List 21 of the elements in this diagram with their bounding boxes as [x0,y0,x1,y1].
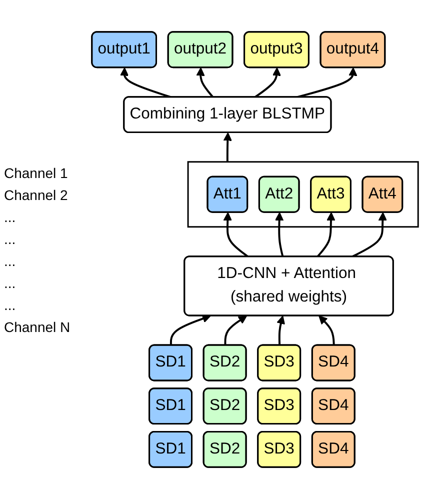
channel-label: ... [4,208,17,224]
arrow [120,67,172,98]
channel-label: Channel 1 [4,164,69,180]
arrow [224,316,248,346]
arrow [318,316,335,346]
channel-label: ... [4,296,17,312]
arrow [223,132,232,162]
arrow [275,212,284,258]
arrow [316,212,336,258]
arrow [223,212,249,258]
channel-label: ... [4,230,17,246]
channel-label: ... [4,274,17,290]
channel-label: ... [4,252,17,268]
arrow [254,67,282,98]
channel-label: Channel N [4,318,72,334]
channel-label: Channel 2 [4,186,69,202]
arrow [276,316,286,346]
arrow [351,212,387,258]
arrow [170,314,211,346]
arrow [196,67,214,98]
cluster [187,161,419,228]
